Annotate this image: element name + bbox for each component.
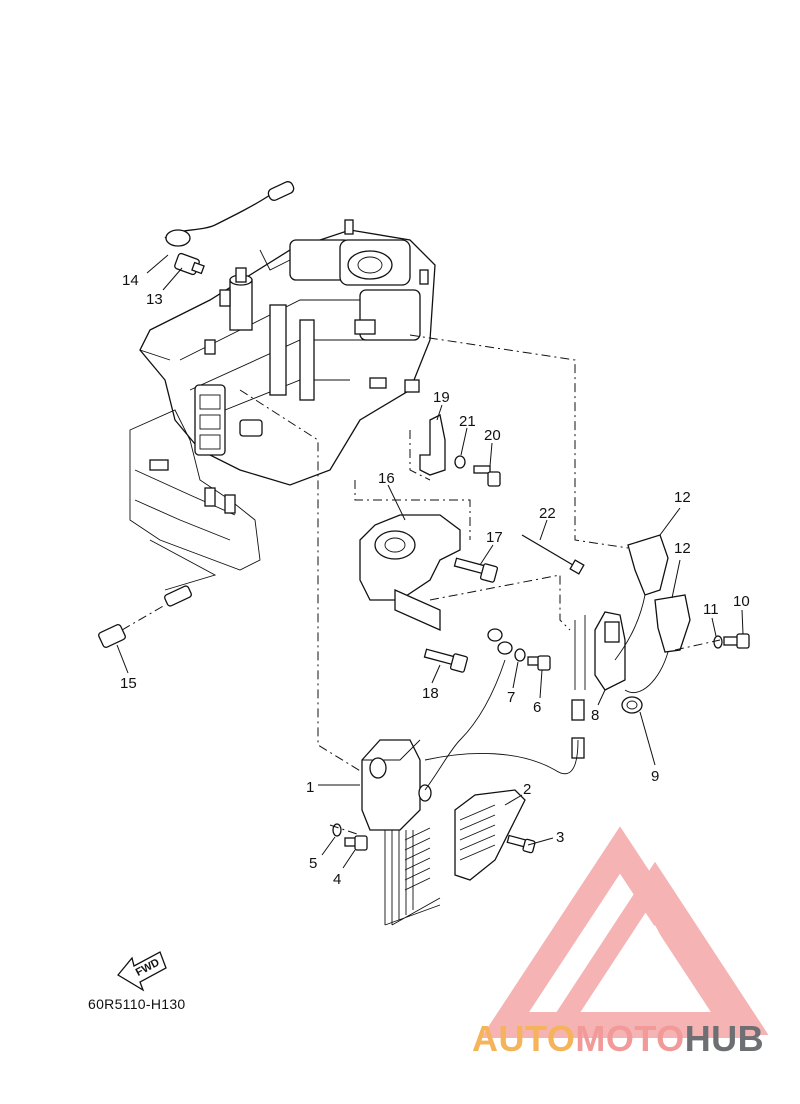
callout-16: 16 bbox=[378, 470, 395, 487]
fwd-arrow-icon: FWD bbox=[117, 951, 167, 992]
callout-4: 4 bbox=[333, 871, 341, 888]
callout-7: 7 bbox=[507, 689, 515, 706]
callout-2: 2 bbox=[523, 781, 531, 798]
connector-15 bbox=[98, 585, 192, 648]
plug-cap-12b bbox=[624, 594, 691, 693]
bolt-10 bbox=[723, 633, 750, 649]
callout-8: 8 bbox=[591, 707, 599, 724]
engine-block bbox=[139, 219, 436, 486]
washer-7 bbox=[514, 648, 526, 662]
callout-3: 3 bbox=[556, 829, 564, 846]
callout-12a: 12 bbox=[674, 489, 691, 506]
brand-auto: AUTO bbox=[472, 1018, 576, 1059]
callout-10: 10 bbox=[733, 593, 750, 610]
watermark-logo bbox=[480, 826, 769, 1038]
lower-housing bbox=[129, 409, 261, 591]
bolt-4 bbox=[344, 835, 368, 851]
callout-5: 5 bbox=[309, 855, 317, 872]
screw-3 bbox=[506, 834, 536, 854]
cable-tie-22 bbox=[521, 534, 585, 575]
callout-1: 1 bbox=[306, 779, 314, 796]
callout-11: 11 bbox=[703, 601, 719, 618]
sensor-lead-14 bbox=[164, 181, 295, 247]
callout-labels: 1 2 3 4 5 6 7 8 9 10 11 12 12 13 14 15 1… bbox=[120, 272, 750, 888]
bolt-17 bbox=[453, 557, 499, 583]
callout-17: 17 bbox=[486, 529, 503, 546]
callout-15: 15 bbox=[120, 675, 137, 692]
wire-harness bbox=[384, 827, 441, 926]
part-code: 60R5110-H130 bbox=[88, 996, 186, 1012]
callout-14: 14 bbox=[122, 272, 139, 289]
ignition-coil-8 bbox=[571, 611, 626, 759]
clip-19 bbox=[419, 414, 446, 476]
grommet-9 bbox=[621, 696, 643, 714]
brand-hub: HUB bbox=[684, 1018, 765, 1059]
bolt-20 bbox=[473, 465, 501, 487]
brand-moto: MOTO bbox=[575, 1018, 685, 1059]
watermark-brand: AUTOMOTOHUB bbox=[472, 1018, 764, 1060]
rectifier-2 bbox=[454, 789, 526, 881]
callout-6: 6 bbox=[533, 699, 541, 716]
washer-5 bbox=[332, 823, 342, 837]
callout-22: 22 bbox=[539, 505, 556, 522]
bolt-18 bbox=[423, 648, 469, 673]
screw-6 bbox=[527, 655, 551, 671]
callout-12b: 12 bbox=[674, 540, 691, 557]
callout-18: 18 bbox=[422, 685, 439, 702]
callout-21: 21 bbox=[459, 413, 476, 430]
callout-20: 20 bbox=[484, 427, 501, 444]
callout-13: 13 bbox=[146, 291, 163, 308]
callout-19: 19 bbox=[433, 389, 450, 406]
washer-21 bbox=[454, 455, 466, 469]
leader-lines bbox=[116, 254, 744, 869]
cdi-unit-1 bbox=[361, 659, 579, 926]
callout-9: 9 bbox=[651, 768, 659, 785]
bracket-16 bbox=[354, 480, 471, 632]
reference-lines bbox=[239, 334, 721, 836]
washer-11 bbox=[713, 635, 723, 649]
